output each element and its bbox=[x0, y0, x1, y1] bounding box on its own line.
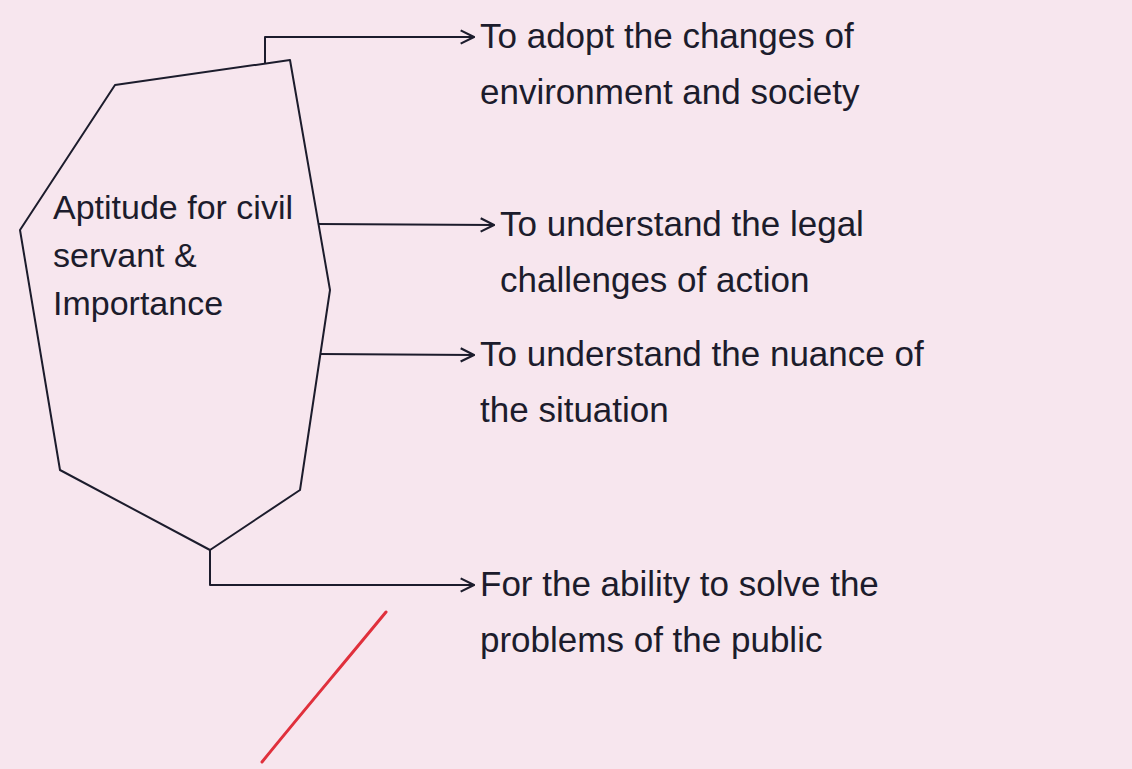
branch-text: To understand the legal challenges of ac… bbox=[500, 196, 970, 308]
hexagon-box: Aptitude for civil servant & Importance bbox=[15, 45, 335, 555]
branch-text: To understand the nuance of the situatio… bbox=[480, 326, 950, 438]
branch-text-block: To understand the nuance of the situatio… bbox=[480, 326, 950, 438]
hexagon-line bbox=[20, 60, 330, 550]
branch-arrow bbox=[320, 354, 474, 355]
red-slash-mark bbox=[262, 612, 386, 762]
branch-text-block: To understand the legal challenges of ac… bbox=[500, 196, 970, 308]
branch-text-block: For the ability to solve the problems of… bbox=[480, 556, 950, 668]
topic-text: Aptitude for civil servant & Importance bbox=[53, 183, 303, 327]
branch-arrow bbox=[210, 550, 474, 585]
branch-text: For the ability to solve the problems of… bbox=[480, 556, 950, 668]
branch-text-block: To adopt the changes of environment and … bbox=[480, 8, 950, 120]
branch-arrow bbox=[265, 37, 474, 64]
branch-arrow bbox=[318, 224, 494, 225]
branch-text: To adopt the changes of environment and … bbox=[480, 8, 950, 120]
hexagon-text-holder: Aptitude for civil servant & Importance bbox=[53, 183, 303, 327]
